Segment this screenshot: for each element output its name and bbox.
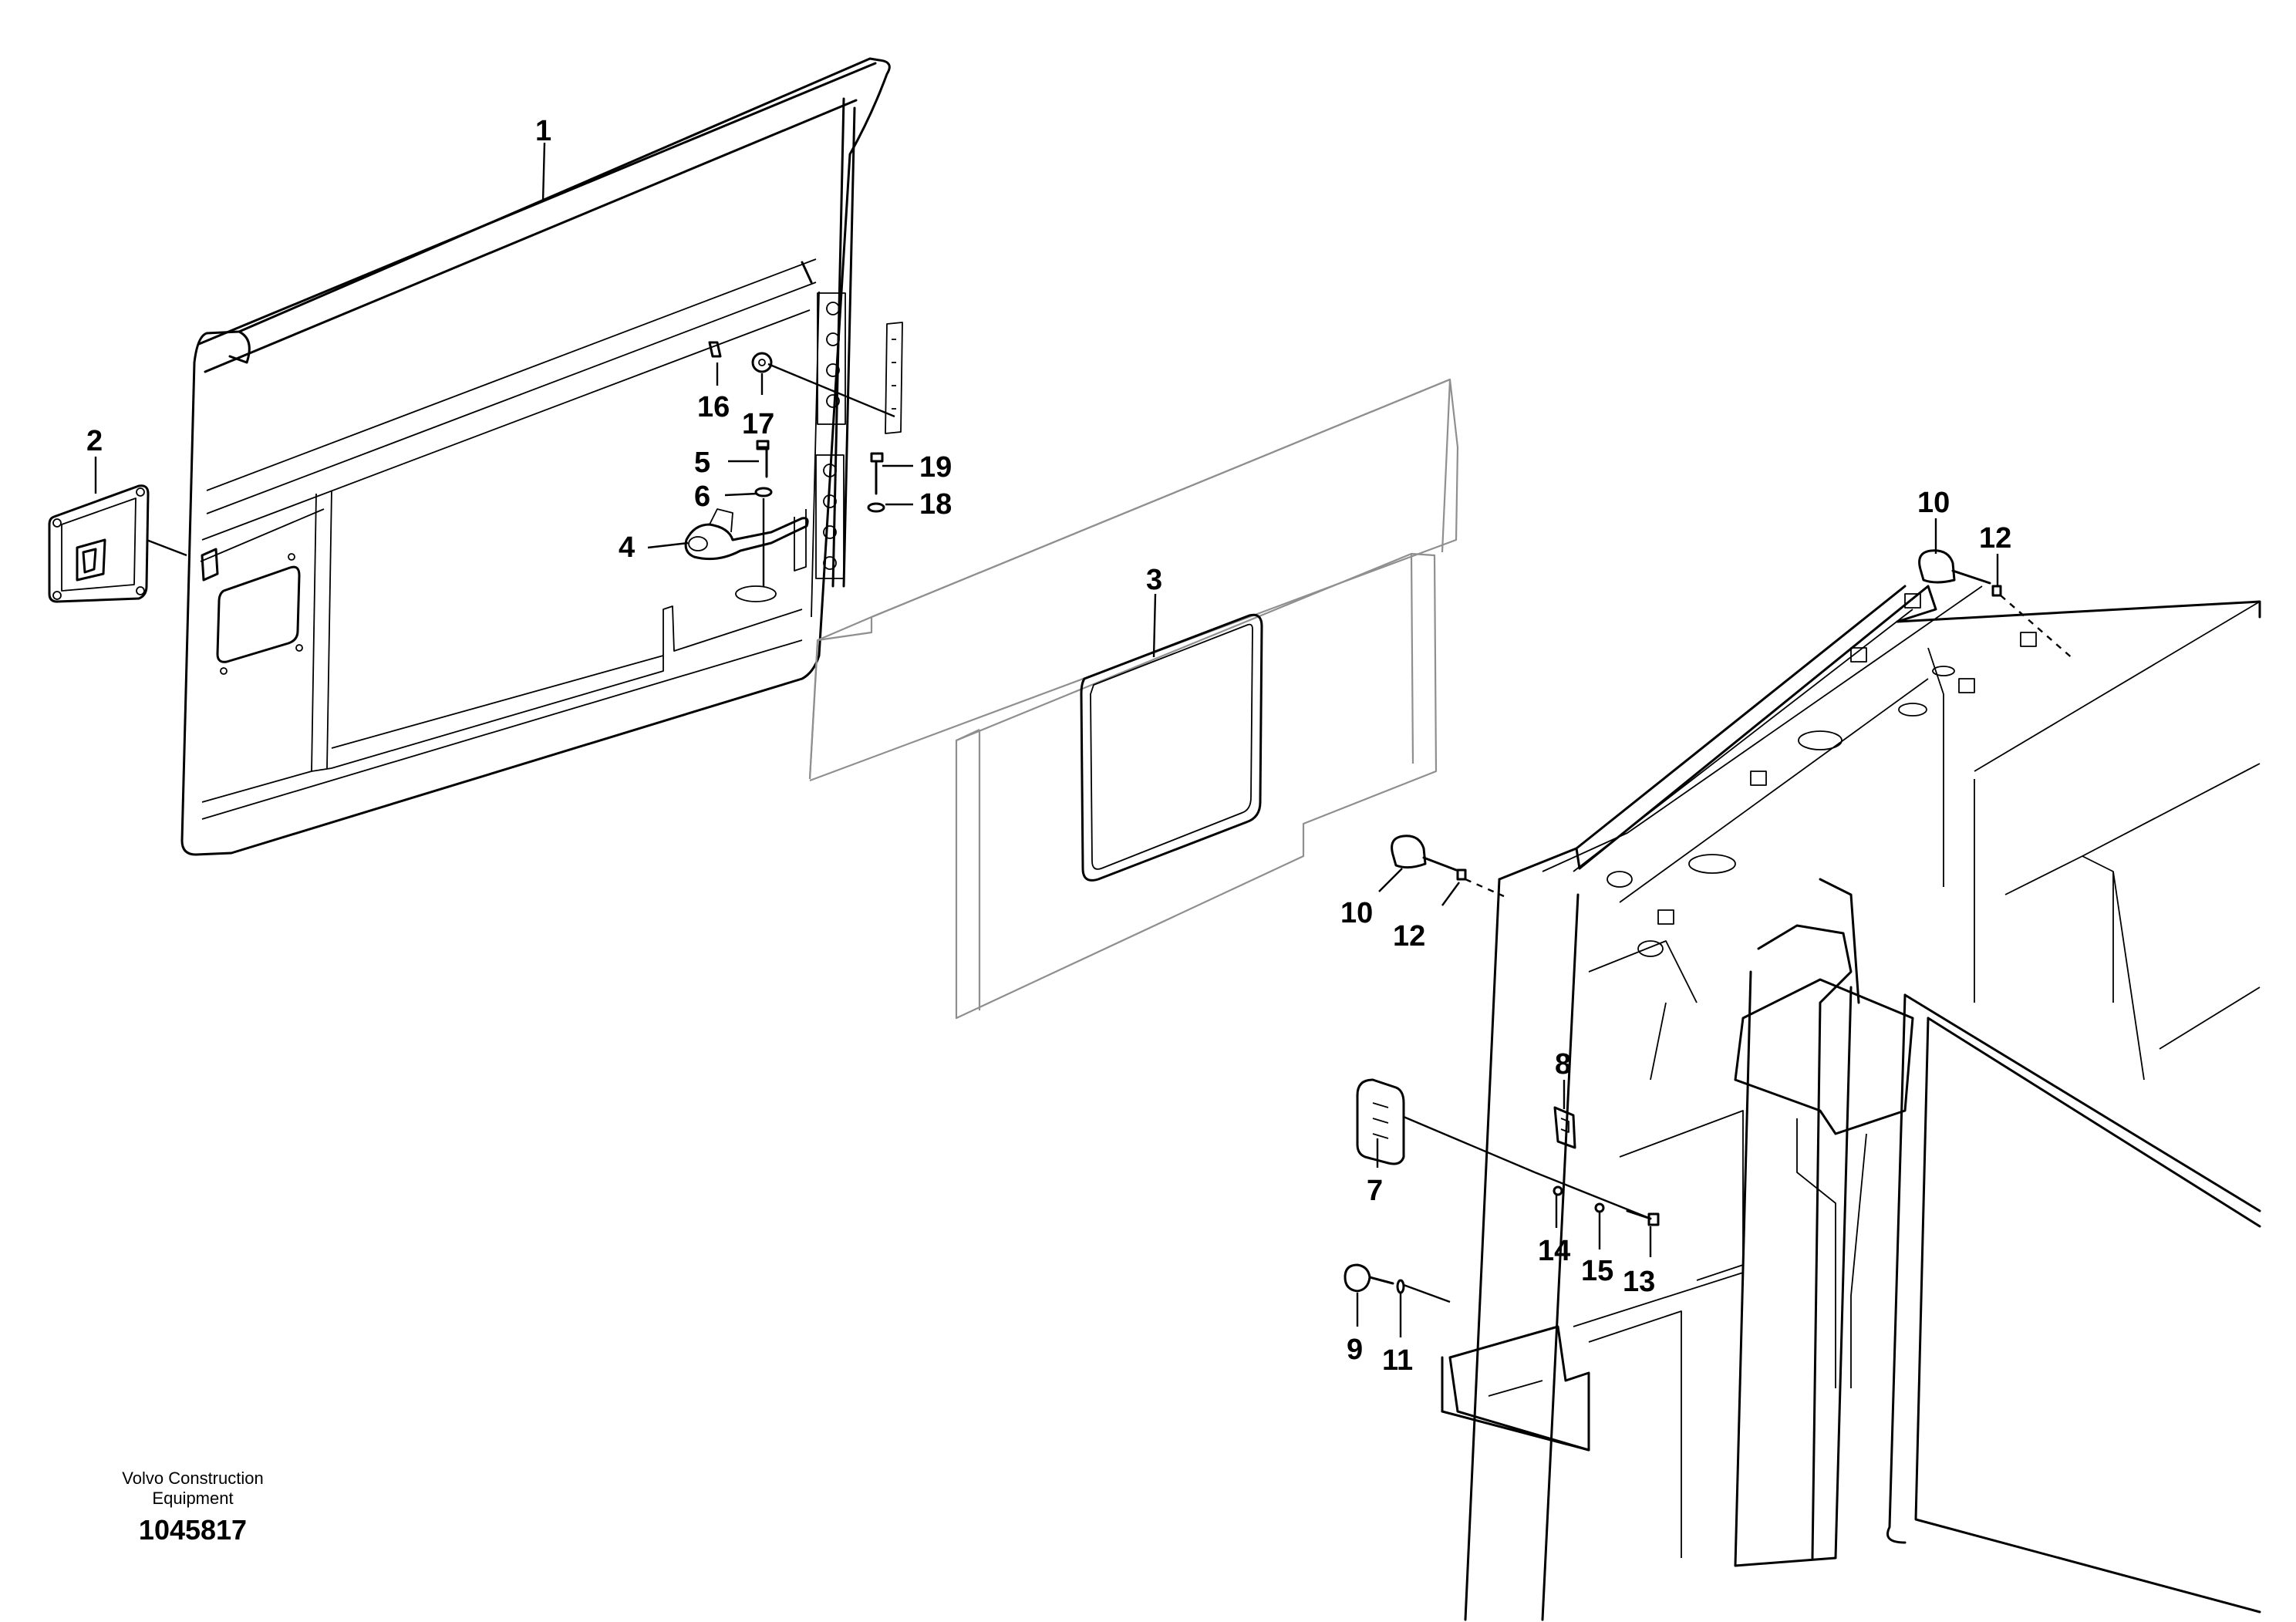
callout-3: 3 [1146, 564, 1162, 596]
callout-19: 19 [919, 451, 952, 484]
callout-5: 5 [694, 447, 710, 479]
callout-13: 13 [1623, 1266, 1655, 1298]
callout-14: 14 [1538, 1235, 1570, 1267]
insulation-panel [808, 378, 1459, 1020]
caption-company-line2: Equipment [152, 1489, 233, 1508]
callout-4: 4 [619, 531, 635, 564]
drawing-number: 1045817 [139, 1514, 247, 1546]
hinge-strip [885, 322, 903, 434]
callout-2: 2 [86, 425, 103, 457]
callout-15: 15 [1581, 1255, 1613, 1287]
callout-12-left: 12 [1393, 920, 1425, 953]
door-panel [180, 57, 891, 856]
callout-9: 9 [1347, 1334, 1363, 1366]
leader-lines [94, 142, 2075, 1337]
callout-11: 11 [1382, 1344, 1413, 1377]
callout-16: 16 [697, 391, 730, 423]
caption: Volvo Construction Equipment 1045817 [122, 1469, 263, 1546]
fasteners [708, 341, 2002, 1294]
cab-frame [1441, 585, 2261, 1621]
callout-labels: 1 2 3 4 5 6 7 8 9 10 10 11 12 12 13 14 1… [86, 115, 2011, 1377]
callout-10-left: 10 [1340, 897, 1373, 929]
callout-1: 1 [535, 115, 551, 147]
callout-7: 7 [1367, 1175, 1383, 1207]
callout-10-top: 10 [1917, 487, 1950, 519]
callout-18: 18 [919, 488, 952, 521]
caption-company-line1: Volvo Construction [122, 1469, 263, 1488]
outer-handle [48, 484, 150, 603]
callout-12-top: 12 [1979, 522, 2011, 555]
callout-17: 17 [742, 408, 774, 440]
callout-6: 6 [694, 481, 710, 513]
callout-8: 8 [1555, 1048, 1571, 1081]
